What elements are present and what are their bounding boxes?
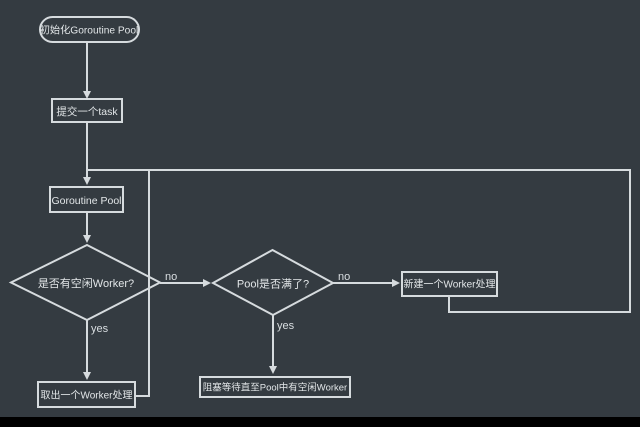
start-node: 初始化Goroutine Pool [39, 16, 140, 43]
block-wait-shape [199, 376, 351, 398]
take-worker-label: 取出一个Worker处理 [40, 389, 132, 402]
arrowhead-into-full-decision [203, 279, 211, 287]
submit-task-node: 提交一个task [51, 98, 123, 123]
arrowhead-into-new-worker [392, 279, 400, 287]
idle-worker-decision-shape [8, 243, 163, 322]
edge-return-take-worker [87, 169, 150, 397]
block-wait-label: 阻塞等待直至Pool中有空闲Worker [203, 382, 347, 394]
submit-task-shape [51, 98, 123, 123]
label-full-no: no [338, 271, 350, 283]
pool-full-decision-shape [210, 248, 336, 317]
idle-worker-decision: 是否有空闲Worker? [8, 243, 163, 322]
arrowhead-into-idle-decision [83, 235, 91, 243]
new-worker-node: 新建一个Worker处理 [401, 271, 498, 297]
arrowhead-into-submit [83, 91, 91, 99]
arrowhead-into-pool [83, 177, 91, 185]
block-wait-node: 阻塞等待直至Pool中有空闲Worker [199, 376, 351, 398]
submit-task-label: 提交一个task [56, 105, 118, 118]
label-idle-no: no [165, 271, 177, 283]
arrowhead-into-block-wait [269, 366, 277, 374]
take-worker-node: 取出一个Worker处理 [37, 381, 136, 408]
new-worker-shape [401, 271, 498, 297]
edge-return-new-worker [149, 169, 631, 313]
start-node-shape [39, 16, 140, 43]
goroutine-pool-label: Goroutine Pool [51, 195, 121, 207]
pool-full-decision-label: Pool是否满了? [237, 277, 309, 290]
arrowhead-into-take-worker [83, 372, 91, 380]
take-worker-shape [37, 381, 136, 408]
idle-worker-decision-label: 是否有空闲Worker? [38, 276, 134, 290]
label-full-yes: yes [277, 320, 295, 332]
pool-full-decision: Pool是否满了? [210, 248, 336, 317]
diagram-background [0, 0, 640, 417]
goroutine-pool-shape [49, 186, 124, 213]
new-worker-label: 新建一个Worker处理 [403, 278, 495, 291]
goroutine-pool-node: Goroutine Pool [49, 186, 124, 213]
label-idle-yes: yes [91, 323, 109, 335]
start-node-label: 初始化Goroutine Pool [40, 24, 139, 37]
